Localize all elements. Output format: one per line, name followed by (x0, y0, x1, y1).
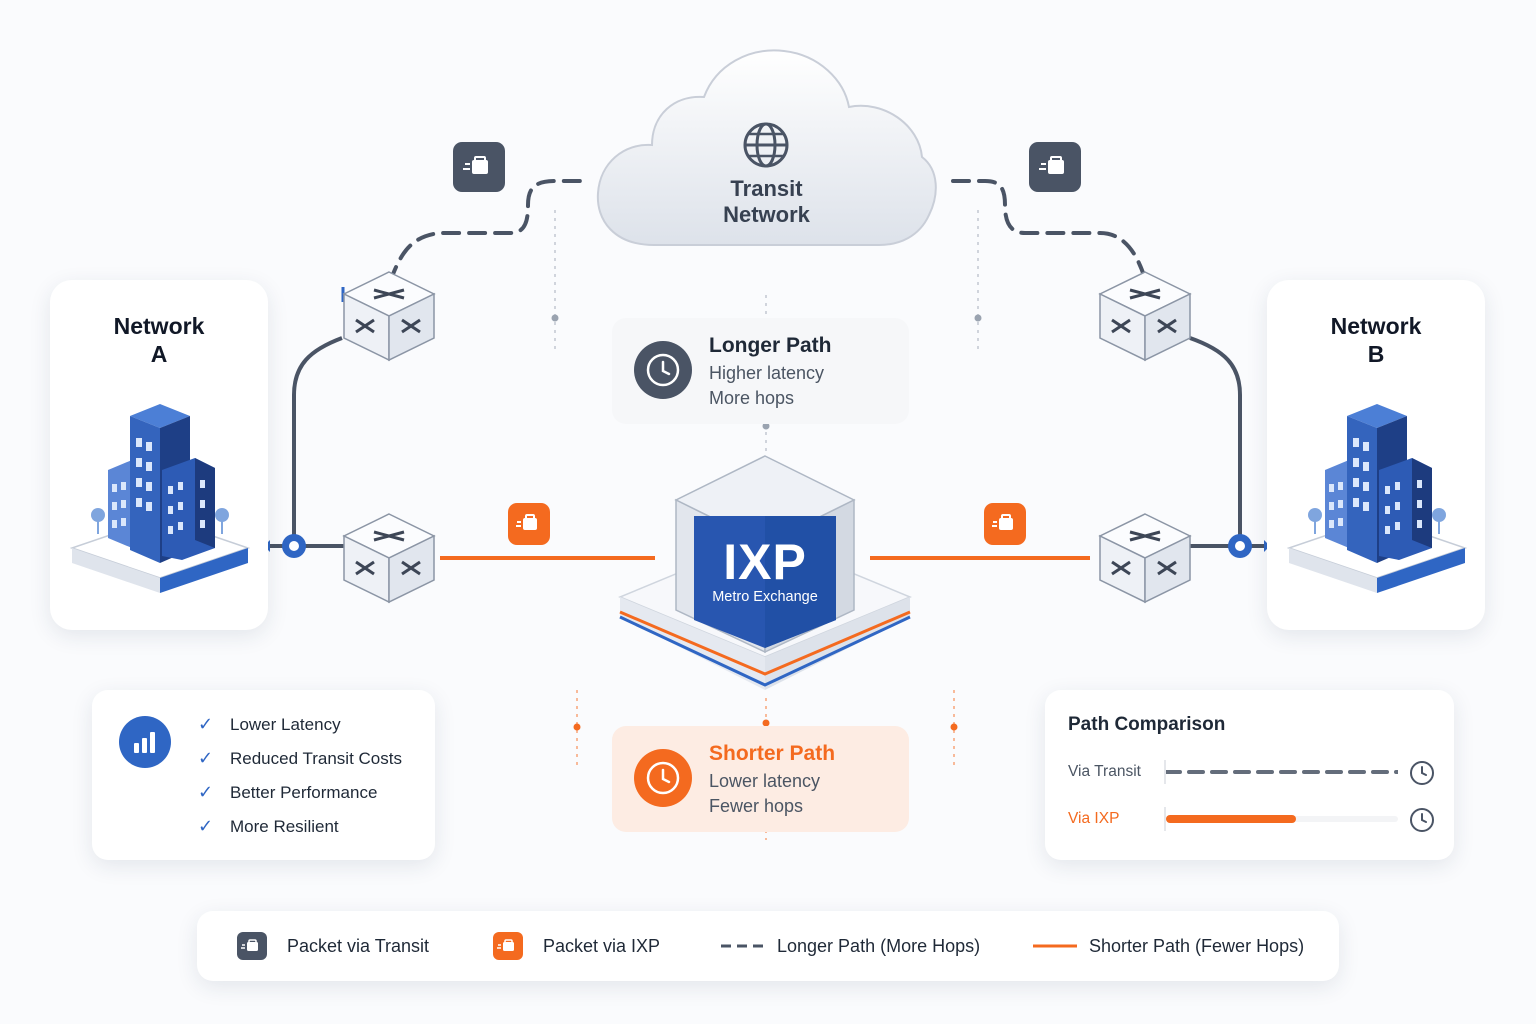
clock-icon (1409, 807, 1435, 838)
benefit-item: ✓More Resilient (198, 816, 339, 836)
longer-path-line1: Higher latency (709, 363, 825, 383)
benefits-card: ✓Lower Latency ✓Reduced Transit Costs ✓B… (92, 690, 435, 860)
cloud-title: Transit Network (723, 176, 810, 227)
benefit-item: ✓Lower Latency (198, 714, 341, 734)
check-icon: ✓ (198, 714, 214, 734)
router-icon (1098, 271, 1192, 362)
transit-path-right (951, 179, 1148, 284)
globe-icon (742, 121, 790, 174)
benefit-item: ✓Reduced Transit Costs (198, 748, 402, 768)
shorter-path-title: Shorter Path (709, 742, 836, 765)
comparison-row-transit: Via Transit (1068, 760, 1438, 790)
check-icon: ✓ (198, 748, 214, 768)
check-icon: ✓ (198, 782, 214, 802)
router-icon (1098, 513, 1192, 604)
path-comparison-card: Path Comparison Via Transit Via IXP (1045, 690, 1454, 860)
packet-transit-icon (453, 142, 505, 192)
check-icon: ✓ (198, 816, 214, 836)
link-a-upper-router (292, 336, 343, 545)
packet-ixp-icon (984, 503, 1026, 545)
longer-path-title: Longer Path (709, 334, 832, 357)
legend-item-longer-path: Longer Path (More Hops) (721, 911, 980, 981)
packet-ixp-icon (508, 503, 550, 545)
ixp-title: IXP (723, 534, 807, 590)
packet-transit-icon (1029, 142, 1081, 192)
comparison-title: Path Comparison (1068, 714, 1226, 735)
legend-item-transit-packet: Packet via Transit (237, 911, 429, 981)
clock-icon (1409, 760, 1435, 791)
transit-cloud: Transit Network (594, 45, 939, 260)
router-icon (342, 513, 436, 604)
shorter-path-line2: Fewer hops (709, 796, 804, 816)
legend: Packet via Transit Packet via IXP Longer… (197, 911, 1339, 981)
legend-item-shorter-path: Shorter Path (Fewer Hops) (1033, 911, 1304, 981)
network-a-title: Network A (113, 313, 205, 367)
bar-chart-icon (119, 716, 171, 768)
packet-transit-icon (237, 932, 267, 960)
ixp-bar-fill (1166, 815, 1296, 823)
ixp-subtitle: Metro Exchange (712, 589, 818, 605)
benefit-item: ✓Better Performance (198, 782, 378, 802)
link-b-upper-router (1189, 336, 1242, 545)
legend-item-ixp-packet: Packet via IXP (493, 911, 660, 981)
dashed-line-icon (721, 944, 765, 948)
transit-path-left (388, 179, 587, 284)
clock-icon (634, 749, 692, 807)
network-a-card: Network A (50, 280, 268, 630)
office-building-icon (70, 404, 250, 593)
shorter-path-line1: Lower latency (709, 771, 821, 791)
ixp-node: IXP Metro Exchange (616, 452, 914, 694)
office-building-icon (1287, 404, 1467, 593)
longer-path-card: Longer Path Higher latency More hops (612, 318, 909, 424)
clock-icon (634, 341, 692, 399)
longer-path-line2: More hops (709, 388, 795, 408)
packet-ixp-icon (493, 932, 523, 960)
shorter-path-card: Shorter Path Lower latency Fewer hops (612, 726, 909, 832)
network-b-title: Network B (1330, 313, 1422, 367)
endpoint-node-right (1228, 534, 1270, 558)
router-icon (342, 271, 436, 362)
comparison-row-ixp: Via IXP (1068, 807, 1438, 837)
solid-line-icon (1033, 944, 1077, 948)
network-b-card: Network B (1267, 280, 1485, 630)
